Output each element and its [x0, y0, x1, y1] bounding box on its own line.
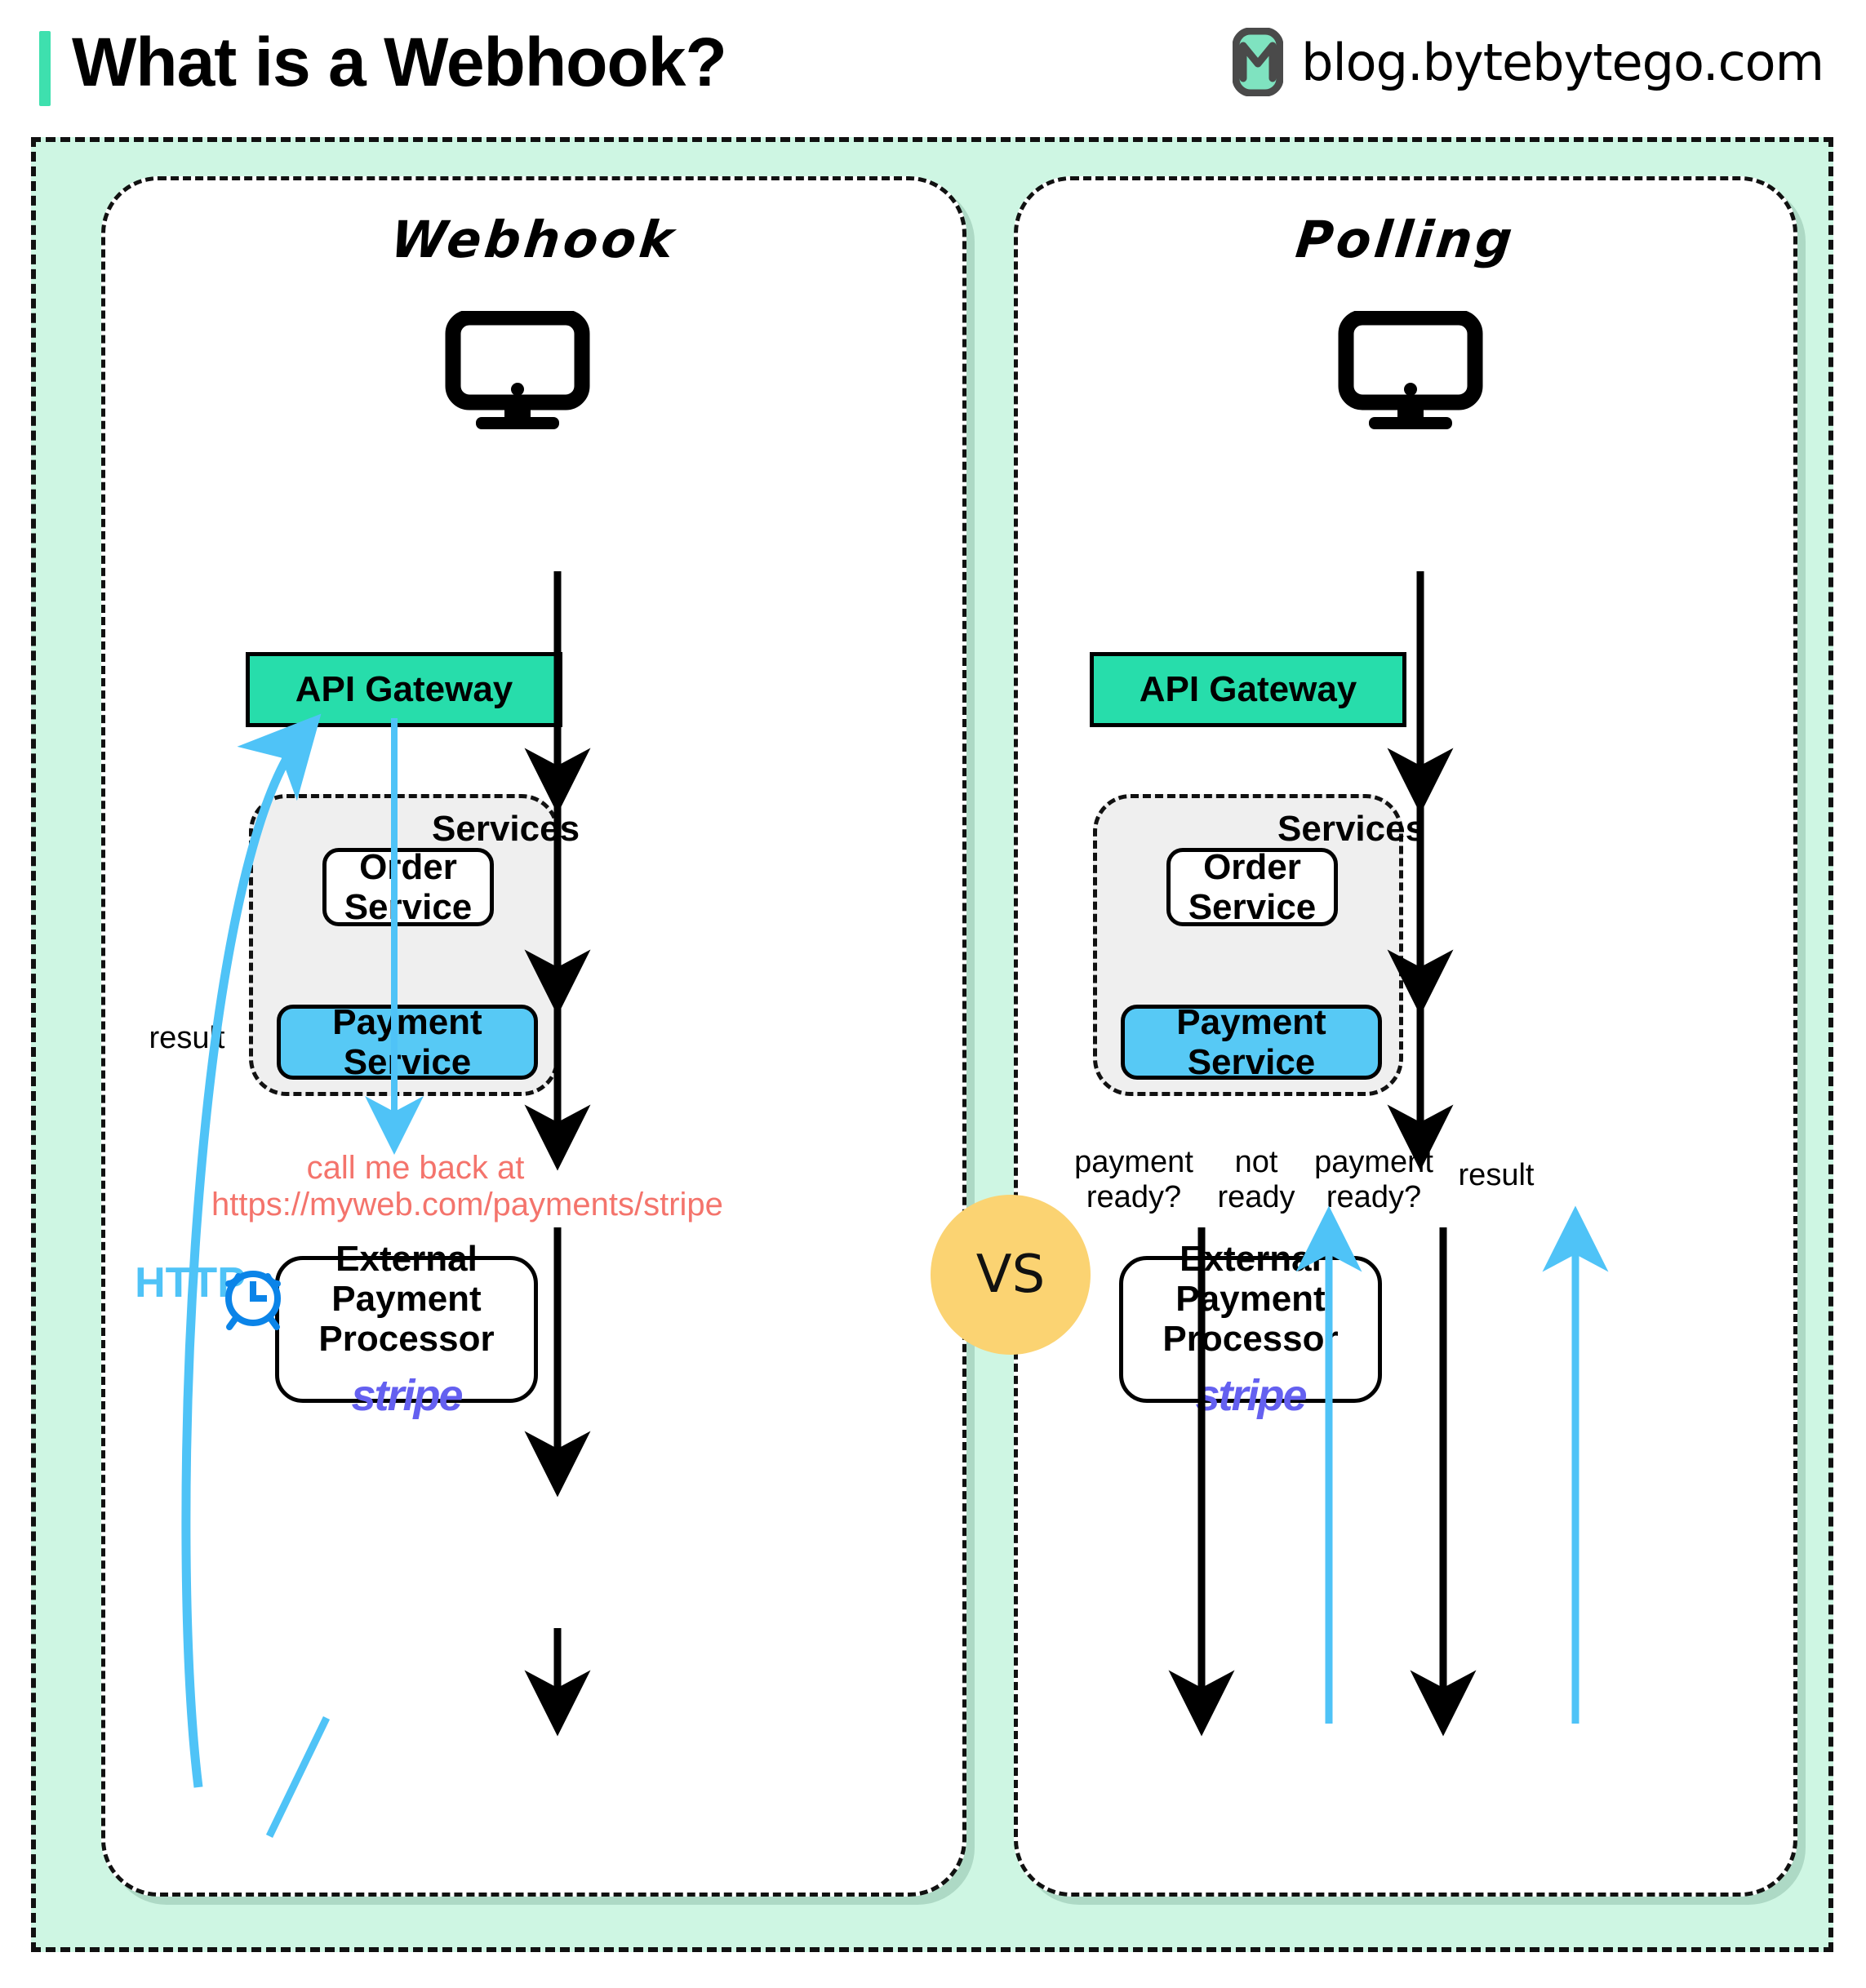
node-api-gateway[interactable]: API Gateway [246, 652, 562, 727]
node-order-service[interactable]: Order Service [1166, 846, 1338, 927]
callback-line2: https://myweb.com/payments/stripe [211, 1186, 723, 1223]
node-payment-service[interactable]: Payment Service [277, 1002, 538, 1082]
poll-3-line2: ready? [1326, 1179, 1422, 1214]
external-title-line2: Payment Processor [318, 1279, 495, 1360]
poll-annotation-3: payment ready? [1299, 1145, 1449, 1214]
alarm-clock-icon [216, 1258, 290, 1333]
bytebytego-logo-icon [1232, 27, 1284, 97]
callback-line1: call me back at [306, 1150, 525, 1186]
services-label: Services [1277, 809, 1426, 849]
poll-3-line1: payment [1314, 1145, 1433, 1179]
page-header: What is a Webhook? blog.bytebytego.com [0, 0, 1866, 131]
panel-webhook-title: Webhook [388, 210, 680, 269]
callback-annotation: call me back at https://myweb.com/paymen… [211, 1150, 723, 1223]
result-annotation-webhook: result [149, 1021, 225, 1055]
stripe-logo: stripe [351, 1370, 463, 1420]
diagram-frame: Webhook API Gateway Services Order Servi… [31, 137, 1833, 1952]
poll-annotation-1: payment ready? [1059, 1145, 1209, 1214]
page-title: What is a Webhook? [72, 24, 727, 100]
poll-annotation-2: not ready [1199, 1145, 1313, 1214]
node-api-gateway[interactable]: API Gateway [1090, 652, 1406, 727]
brand-label: blog.bytebytego.com [1301, 32, 1824, 92]
external-title-line1: External [335, 1238, 478, 1279]
order-service-line2: Service [1188, 887, 1317, 927]
poll-2-line2: ready [1217, 1179, 1295, 1214]
monitor-icon [1317, 309, 1504, 433]
external-title-line2: Payment Processor [1162, 1279, 1339, 1360]
node-payment-service[interactable]: Payment Service [1121, 1002, 1382, 1082]
poll-1-line2: ready? [1086, 1179, 1182, 1214]
panel-polling: Polling API Gateway Services Order Servi… [1014, 176, 1797, 1897]
poll-2-line1: not [1234, 1145, 1278, 1179]
order-service-line2: Service [344, 887, 473, 927]
order-service-line1: Order [1203, 846, 1301, 887]
order-service-line1: Order [359, 846, 457, 887]
node-external-payment-processor[interactable]: External Payment Processor stripe [1119, 1239, 1382, 1420]
title-accent-bar [39, 31, 51, 106]
panel-polling-title: Polling [1293, 210, 1518, 269]
brand: blog.bytebytego.com [1232, 27, 1824, 97]
monitor-icon [424, 309, 611, 433]
vs-badge: VS [931, 1195, 1091, 1355]
poll-1-line1: payment [1074, 1145, 1193, 1179]
poll-annotation-4: result [1458, 1158, 1535, 1192]
node-external-payment-processor[interactable]: External Payment Processor stripe [275, 1239, 538, 1420]
services-label: Services [432, 809, 580, 849]
node-order-service[interactable]: Order Service [322, 846, 494, 927]
panel-webhook: Webhook API Gateway Services Order Servi… [101, 176, 966, 1897]
external-title-line1: External [1180, 1238, 1322, 1279]
stripe-logo: stripe [1195, 1370, 1307, 1420]
